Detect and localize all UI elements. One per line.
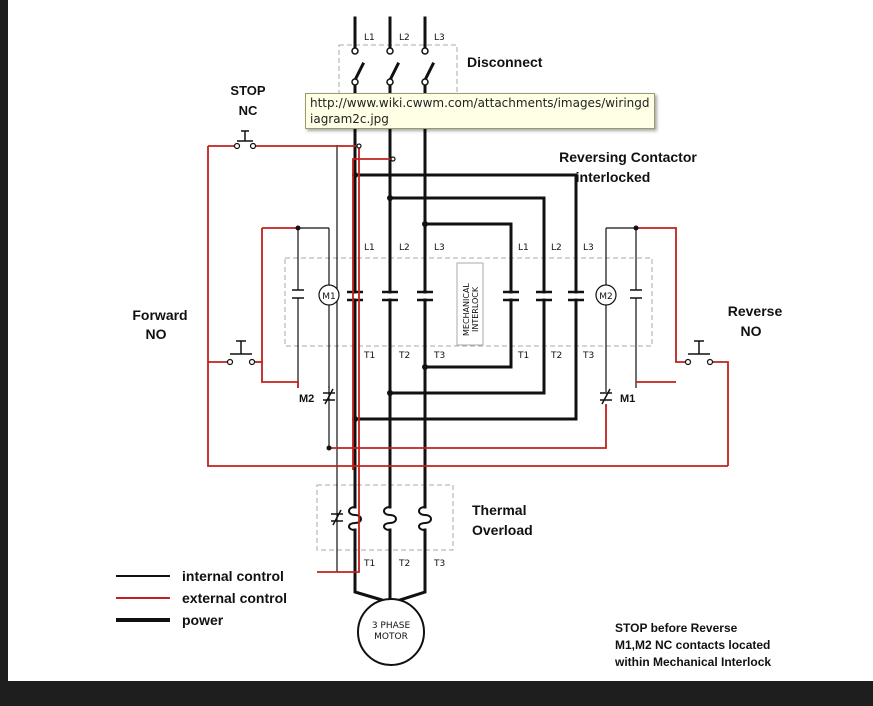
term-t1-fwd: T1: [363, 351, 375, 361]
forward-label-2: NO: [146, 326, 167, 342]
legend-power-label: power: [182, 612, 224, 628]
contactor-box: [284, 257, 653, 347]
term-l1-rev: L1: [518, 243, 529, 253]
stop-label-2: NC: [239, 103, 258, 118]
interlock-label-2: INTERLOCK: [471, 286, 480, 332]
term-t3-out: T3: [433, 559, 445, 569]
interlock-label-1: MECHANICAL: [462, 283, 471, 336]
term-l2-fwd: L2: [399, 243, 410, 253]
coil-m2-label: M2: [599, 292, 613, 302]
terminal-dots: [351, 47, 429, 86]
thermal-label-2: Overload: [472, 522, 533, 538]
overload-heaters: [348, 506, 432, 531]
motor-label-2: MOTOR: [374, 632, 408, 642]
term-t2-fwd: T2: [398, 351, 410, 361]
term-l3-fwd: L3: [434, 243, 445, 253]
note-line-1: STOP before Reverse: [615, 621, 738, 635]
coil-m1: [318, 284, 340, 306]
motor-label-1: 3 PHASE: [372, 621, 411, 631]
wiring-diagram-image: 3 PHASE MOTOR M1 M2: [8, 0, 873, 681]
term-t1-out: T1: [363, 559, 375, 569]
term-t2-rev: T2: [550, 351, 562, 361]
control-junctions: [295, 225, 639, 451]
term-t1-rev: T1: [517, 351, 529, 361]
term-l2-top: L2: [399, 33, 410, 43]
motor-symbol: [357, 598, 425, 666]
external-control-wiring: [207, 145, 729, 573]
terminal-labels: L1 L2 L3 L1 L2 L3 L1 L2 L3 T1 T2 T3 T1 T…: [363, 33, 594, 569]
term-l1-fwd: L1: [364, 243, 375, 253]
button-terminals: [226, 142, 714, 366]
stop-label-1: STOP: [230, 83, 265, 98]
main-contacts: [347, 290, 584, 302]
term-l3-rev: L3: [583, 243, 594, 253]
forward-label-1: Forward: [132, 307, 187, 323]
legend-external-label: external control: [182, 590, 287, 606]
coil-m1-label: M1: [322, 292, 336, 302]
note: STOP before Reverse M1,M2 NC contacts lo…: [614, 621, 771, 669]
interlock-label: MECHANICAL INTERLOCK: [462, 283, 480, 336]
term-l1-top: L1: [364, 33, 375, 43]
thermal-overload-box: [316, 484, 454, 551]
term-t3-fwd: T3: [433, 351, 445, 361]
coil-m2: [595, 284, 617, 306]
thermal-label-1: Thermal: [472, 502, 526, 518]
reverse-label-2: NO: [741, 323, 762, 339]
term-t3-rev: T3: [582, 351, 594, 361]
url-tooltip: http://www.wiki.cwwm.com/attachments/ima…: [305, 93, 655, 129]
term-l2-rev: L2: [551, 243, 562, 253]
note-line-2: M1,M2 NC contacts located: [615, 638, 770, 652]
push-buttons: [230, 130, 710, 355]
note-line-3: within Mechanical Interlock: [614, 655, 771, 669]
reverse-label-1: Reverse: [728, 303, 783, 319]
legend-internal-label: internal control: [182, 568, 284, 584]
term-l3-top: L3: [434, 33, 445, 43]
internal-control-wiring: [297, 145, 637, 572]
disconnect-label: Disconnect: [467, 54, 543, 70]
auxiliary-contacts: [292, 289, 642, 526]
contact-m2-label: M2: [299, 393, 314, 405]
term-t2-out: T2: [398, 559, 410, 569]
legend: internal control external control power: [116, 568, 287, 628]
reversing-label-1: Reversing Contactor: [559, 149, 697, 165]
contact-m1-label: M1: [620, 393, 635, 405]
mechanical-interlock-box: [456, 262, 484, 346]
reversing-label-2: interlocked: [576, 169, 651, 185]
